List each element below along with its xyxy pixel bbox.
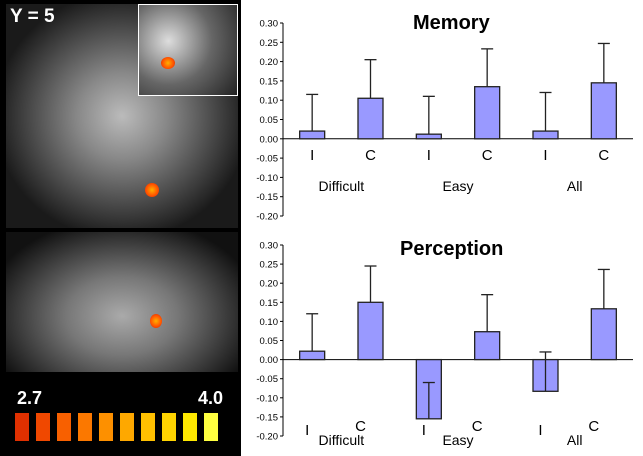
bar	[590, 82, 617, 140]
activation-blob	[145, 183, 159, 197]
axial-brain-slice	[6, 232, 238, 372]
category-label: C	[588, 418, 599, 435]
y-tick-label: 0.20	[260, 279, 279, 290]
bar	[299, 350, 326, 361]
y-tick-label: -0.15	[256, 192, 278, 203]
group-label: Difficult	[319, 432, 365, 448]
perception-chart: Perception 0.30 0.25 0.20 0.15 0.10 0.05 0.00 -0…	[256, 238, 633, 448]
colorbar-swatch	[120, 413, 134, 441]
category-label: I	[422, 422, 426, 439]
activation-blob	[161, 57, 175, 69]
y-tick-label: 0.20	[260, 57, 279, 68]
group-label: All	[567, 178, 583, 194]
y-tick-label: 0.15	[260, 298, 279, 309]
bar	[590, 308, 617, 361]
colorbar-swatch	[15, 413, 29, 441]
colorbar-swatch	[162, 413, 176, 441]
y-tick-label: 0.10	[260, 96, 279, 107]
group-label: Easy	[442, 178, 473, 194]
category-label: I	[427, 147, 431, 164]
y-tick-label: 0.30	[260, 19, 279, 30]
category-label: C	[598, 147, 609, 164]
category-label: C	[472, 418, 483, 435]
bar	[357, 301, 384, 361]
category-label: I	[543, 147, 547, 164]
category-label: C	[482, 147, 493, 164]
y-tick-label: 0.15	[260, 76, 279, 87]
y-tick-label: 0.30	[260, 241, 279, 252]
slice-label: Y = 5	[10, 6, 55, 27]
y-tick-label: 0.25	[260, 38, 279, 49]
colorbar-swatch	[78, 413, 92, 441]
y-tick-label: -0.20	[256, 212, 278, 223]
brain-images-panel: Y = 5 2.7 4.0	[0, 0, 241, 456]
colorbar-swatch	[36, 413, 50, 441]
y-tick-label: 0.00	[260, 134, 279, 145]
y-tick-label: -0.15	[256, 412, 278, 423]
chart-title: Memory	[413, 12, 491, 34]
bar	[299, 130, 326, 140]
zoom-inset-image	[138, 4, 238, 96]
chart-title: Perception	[400, 238, 503, 260]
group-label: Easy	[442, 432, 473, 448]
colorbar-min-label: 2.7	[17, 388, 43, 408]
group-label: Difficult	[319, 178, 365, 194]
y-tick-label: -0.05	[256, 154, 278, 165]
category-label: I	[310, 147, 314, 164]
colorbar-swatch	[204, 413, 218, 441]
colorbar-swatch	[57, 413, 71, 441]
bar	[357, 97, 384, 140]
activation-blob	[150, 314, 162, 328]
y-tick-label: 0.25	[260, 260, 279, 271]
bar	[474, 331, 501, 361]
colorbar-swatch	[99, 413, 113, 441]
bar	[415, 133, 442, 140]
memory-chart: Memory 0.30 0.25 0.20 0.15 0.10 0.05 0.00 -0.05 -…	[256, 12, 633, 223]
category-label: C	[355, 418, 366, 435]
colorbar	[15, 413, 218, 441]
y-tick-label: -0.10	[256, 393, 278, 404]
y-tick-label: -0.10	[256, 173, 278, 184]
colorbar-max-label: 4.0	[198, 388, 224, 408]
y-tick-label: 0.05	[260, 115, 279, 126]
y-tick-label: 0.10	[260, 317, 279, 328]
y-tick-label: 0.05	[260, 336, 279, 347]
y-tick-label: -0.20	[256, 432, 278, 443]
category-label: I	[305, 422, 309, 439]
y-tick-label: 0.00	[260, 355, 279, 366]
group-label: All	[567, 432, 583, 448]
y-tick-label: -0.05	[256, 374, 278, 385]
category-label: I	[538, 422, 542, 439]
category-label: C	[365, 147, 376, 164]
colorbar-swatch	[183, 413, 197, 441]
colorbar-swatch	[141, 413, 155, 441]
bar	[474, 86, 501, 140]
bar	[532, 130, 559, 140]
